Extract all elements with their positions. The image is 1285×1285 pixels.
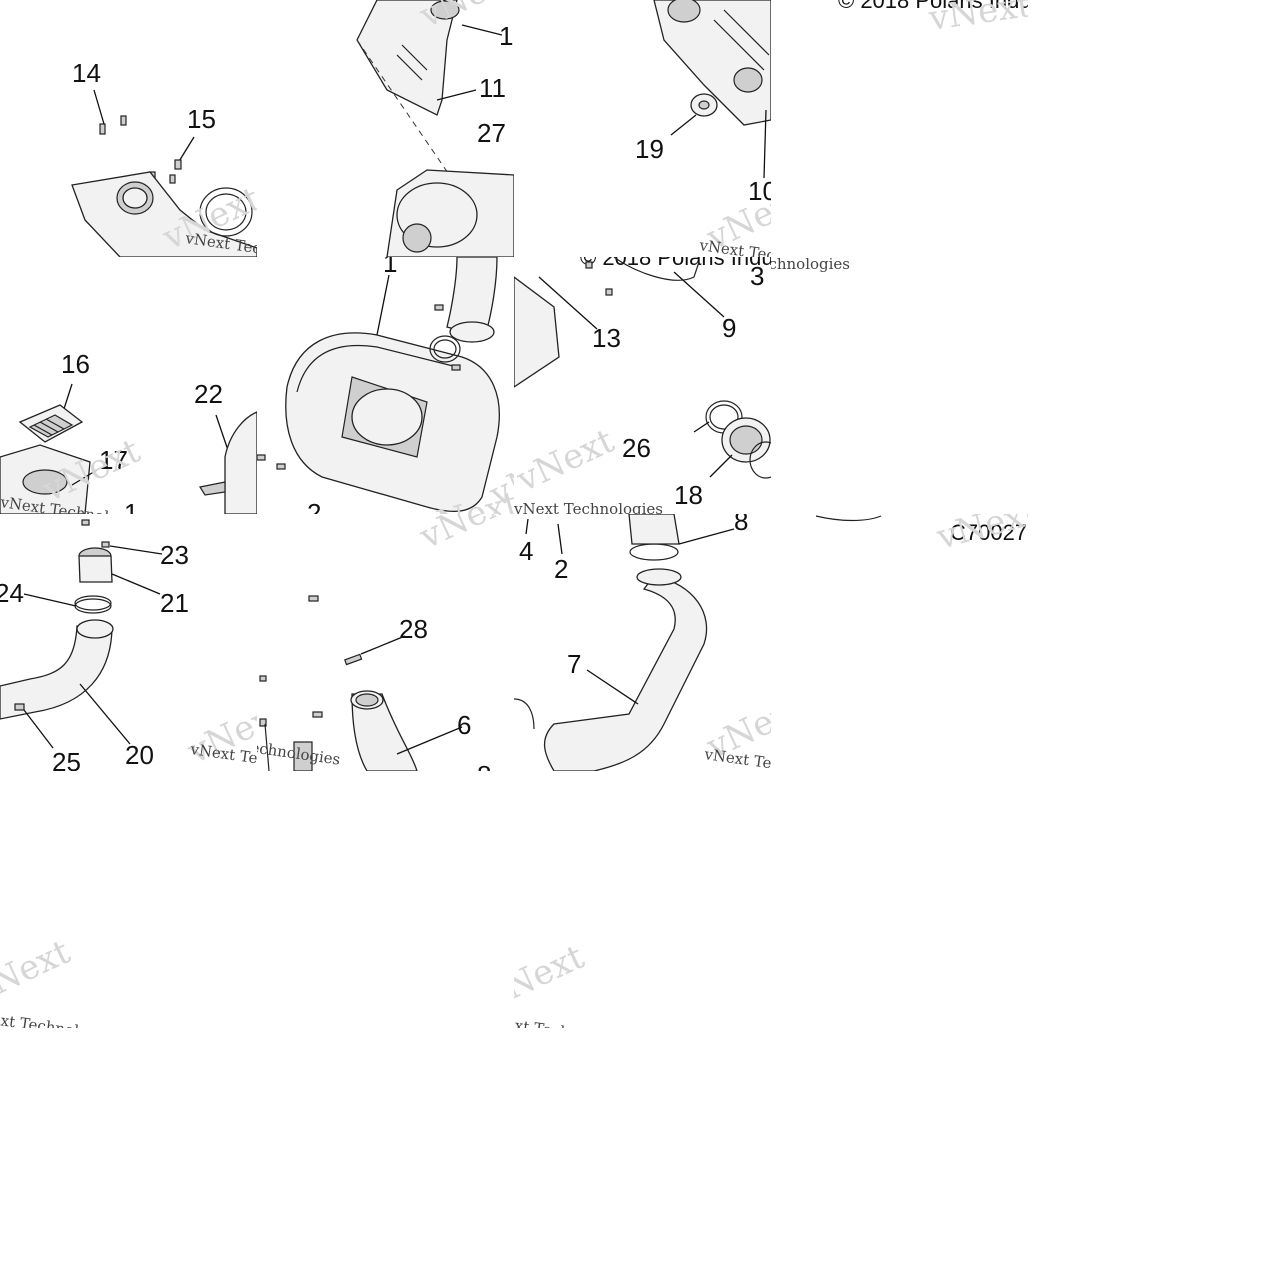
screw-icon	[257, 304, 461, 470]
duct-cover-icon	[71, 171, 257, 257]
cap-21-icon	[78, 547, 113, 583]
callout-1-top: 1	[499, 21, 513, 51]
callout-15: 15	[187, 104, 216, 134]
screw-icon	[81, 519, 110, 548]
watermark-logo: vNext	[514, 421, 620, 501]
duct-20-icon	[0, 619, 114, 720]
callout-17: 17	[99, 445, 128, 475]
callout-8-b: 8	[477, 760, 491, 771]
duct-6-icon	[350, 690, 418, 771]
watermark-text: vNext Technologies	[514, 500, 663, 514]
callout-24: 24	[0, 578, 24, 608]
watermark-text: vNext Technologies	[771, 257, 850, 273]
airbox-icon	[0, 444, 91, 514]
coupler-18-icon	[721, 417, 771, 479]
watermark-logo: vNext	[0, 932, 76, 1012]
watermark-logo: vNext	[413, 514, 514, 558]
inlet-boot-icon	[356, 0, 460, 116]
tile-cover-19-10: 19 10 vNext vNext Technologies	[514, 0, 771, 257]
tile-duct-6-28: 28 6 8 vNext vNext Technologies	[257, 514, 514, 771]
callout-27: 27	[477, 118, 506, 148]
washer-icon	[690, 93, 718, 117]
tile-copyright-top: © 2018 Polaris Industries Inc. vNext	[771, 0, 1028, 257]
callout-8-a: 8	[734, 514, 748, 536]
callout-23: 23	[160, 540, 189, 570]
callout-22: 22	[194, 379, 223, 409]
tile-inlet-11-27: 1 11 27 vNext	[257, 0, 514, 257]
watermark-logo: vNext	[514, 937, 590, 1017]
outer-clutch-cover-icon	[285, 332, 500, 512]
watermark-logo: vNext	[926, 0, 1028, 39]
callout-25: 25	[52, 747, 81, 771]
duct-22-icon	[199, 411, 257, 514]
outlet-duct-icon	[446, 257, 498, 343]
tile-empty-r2: vNext Technologies	[771, 257, 1028, 514]
watermark-text: vNext Technologies	[702, 745, 771, 771]
callout-19: 19	[635, 134, 664, 164]
watermark-text: vNext Technologies	[257, 730, 342, 769]
callout-1-c: 1	[383, 257, 397, 278]
callout-21: 21	[160, 588, 189, 618]
callout-3: 3	[750, 261, 764, 291]
air-filter-icon	[18, 404, 84, 443]
tile-bottom-left: vNext vNext Technologies	[0, 771, 257, 1028]
inner-cover-icon	[653, 0, 771, 126]
callout-14: 14	[72, 58, 101, 88]
bolt-28-icon	[344, 653, 363, 666]
callout-7: 7	[567, 649, 581, 679]
watermark-logo: vNext	[932, 514, 1028, 558]
figure-code: C70027	[950, 520, 1027, 545]
callout-2-b: 2	[307, 498, 321, 514]
callout-16: 16	[61, 349, 90, 379]
hose-clamp-icon	[429, 335, 461, 363]
tile-clutch-cover: 1 vNext vNext	[257, 257, 514, 514]
callout-6: 6	[457, 710, 471, 740]
callout-26: 26	[622, 433, 651, 463]
tile-airbox-16-17: 2 16 17 22 1 vNext v	[0, 257, 257, 514]
screw-icon	[585, 261, 613, 296]
cover-edge-icon	[514, 276, 560, 388]
tile-bottom-mid: vNext vNext Technologies	[514, 771, 771, 1028]
callout-13: 13	[592, 323, 621, 353]
watermark-text: vNext Technologies	[514, 1012, 634, 1028]
tile-duct-20-25: 23 21 24 20 25 vNext	[0, 514, 257, 771]
clamp-24-icon	[74, 595, 112, 614]
tile-seals-26-18: © 2018 Polaris Industries Inc. 3 9 13	[514, 257, 771, 514]
callout-20: 20	[125, 740, 154, 770]
callout-2-c: 2	[554, 554, 568, 584]
duct-7-icon	[543, 568, 708, 771]
callout-10: 10	[748, 176, 771, 206]
callout-11: 11	[479, 73, 506, 103]
o-ring-8-icon	[628, 514, 680, 561]
copyright-text: © 2018 Polaris Industries Inc.	[838, 0, 1028, 13]
clutch-cover-icon	[386, 169, 514, 257]
bolt-25-icon	[14, 703, 25, 711]
tile-fasteners-14-15: 14 15 vNext vNext Technologies	[0, 0, 257, 257]
screw-icon	[259, 595, 323, 727]
callout-9: 9	[722, 313, 736, 343]
watermark-text: vNext Technologies	[0, 1007, 120, 1028]
copyright-text-2: © 2018 Polaris Industries Inc.	[580, 257, 771, 270]
callout-28: 28	[399, 614, 428, 644]
callout-1-b: 1	[124, 498, 138, 514]
callout-4: 4	[519, 536, 533, 566]
tile-duct-7-8: 4 2 8 7 vNext vNext Technologies vNext	[514, 514, 771, 771]
tile-figure-code: C70027 vNext 4-1	[771, 514, 1028, 771]
callout-18: 18	[674, 480, 703, 510]
